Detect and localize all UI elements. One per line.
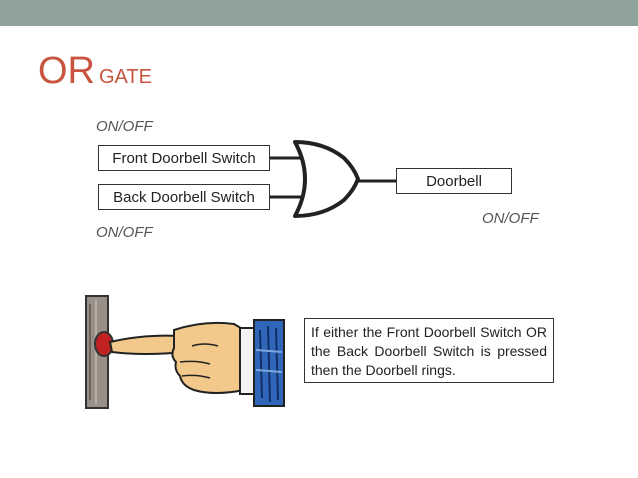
title-main: OR	[38, 50, 95, 92]
input-b-state-label: ON/OFF	[96, 224, 153, 241]
or-gate-icon	[293, 140, 360, 218]
caption-box: If either the Front Doorbell Switch OR t…	[304, 318, 554, 383]
top-bar	[0, 0, 638, 26]
doorbell-box: Doorbell	[396, 168, 512, 194]
input-a-state-label: ON/OFF	[96, 118, 153, 135]
title-sub: GATE	[99, 66, 152, 88]
output-state-label: ON/OFF	[482, 210, 539, 227]
front-switch-box: Front Doorbell Switch	[98, 145, 270, 171]
back-switch-box: Back Doorbell Switch	[98, 184, 270, 210]
pointing-hand-pressing-doorbell-icon	[85, 295, 285, 409]
